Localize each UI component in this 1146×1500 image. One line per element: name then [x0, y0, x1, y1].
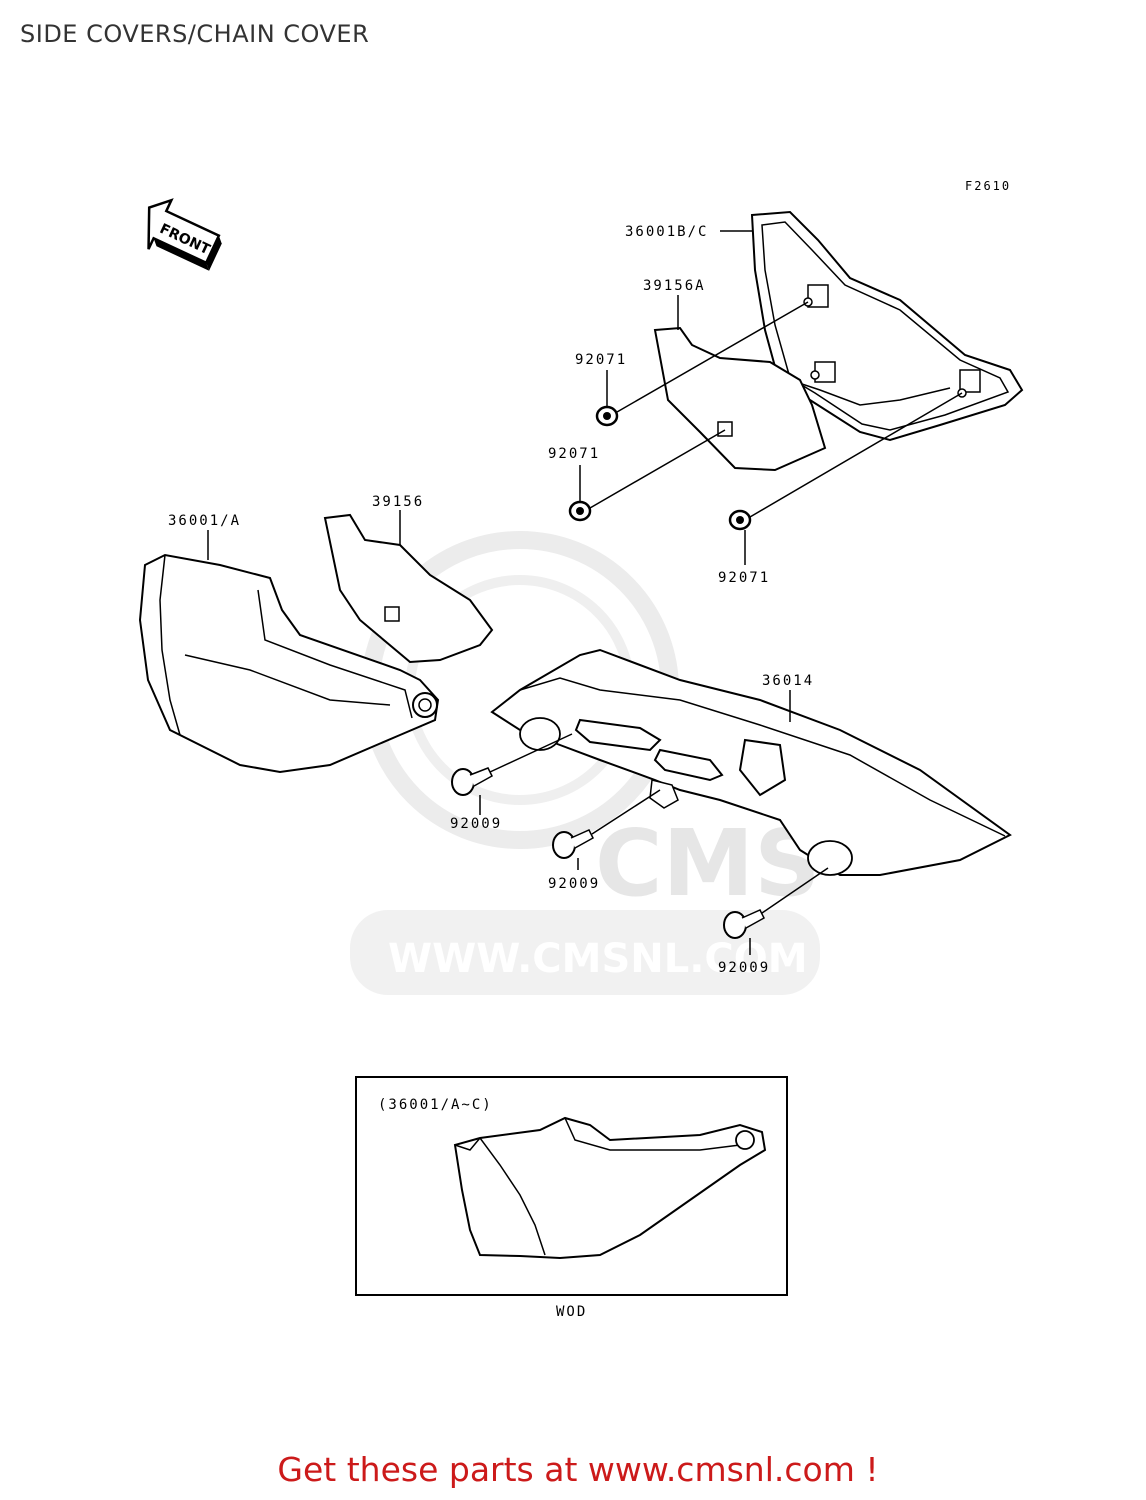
inset-caption: WOD [556, 1304, 587, 1320]
grommet-92071-b [568, 500, 592, 522]
inset-label: (36001/A~C) [378, 1097, 493, 1113]
part-label-92009-a: 92009 [450, 816, 502, 832]
part-label-39156: 39156 [372, 494, 424, 510]
variant-inset-box: (36001/A~C) [355, 1076, 788, 1296]
grommet-92071-c [728, 509, 752, 531]
part-label-36001bc: 36001B/C [625, 224, 708, 240]
grommet-92071-a [595, 405, 619, 427]
part-label-92071-c: 92071 [718, 570, 770, 586]
screw-92009-a [451, 767, 493, 796]
watermark-url-text: WWW.CMSNL.COM [388, 936, 808, 982]
part-label-36001a: 36001/A [168, 513, 241, 529]
side-cover-36001a [138, 553, 440, 774]
screw-92009-c [723, 909, 765, 939]
footer-link[interactable]: Get these parts at www.cmsnl.com ! [277, 1450, 879, 1489]
screw-92009-b [552, 829, 594, 859]
front-arrow-icon: FRONT [147, 198, 222, 271]
panel-39156 [323, 513, 494, 664]
part-label-92009-b: 92009 [548, 876, 600, 892]
chain-cover-36014 [490, 648, 1012, 876]
page-title: SIDE COVERS/CHAIN COVER [20, 20, 370, 48]
part-label-92071-a: 92071 [575, 352, 627, 368]
part-label-36014: 36014 [762, 673, 814, 689]
figure-code: F2610 [965, 179, 1011, 193]
part-label-92009-c: 92009 [718, 960, 770, 976]
part-label-39156a: 39156A [643, 278, 706, 294]
part-label-92071-b: 92071 [548, 446, 600, 462]
side-cover-36001bc [750, 210, 1024, 442]
